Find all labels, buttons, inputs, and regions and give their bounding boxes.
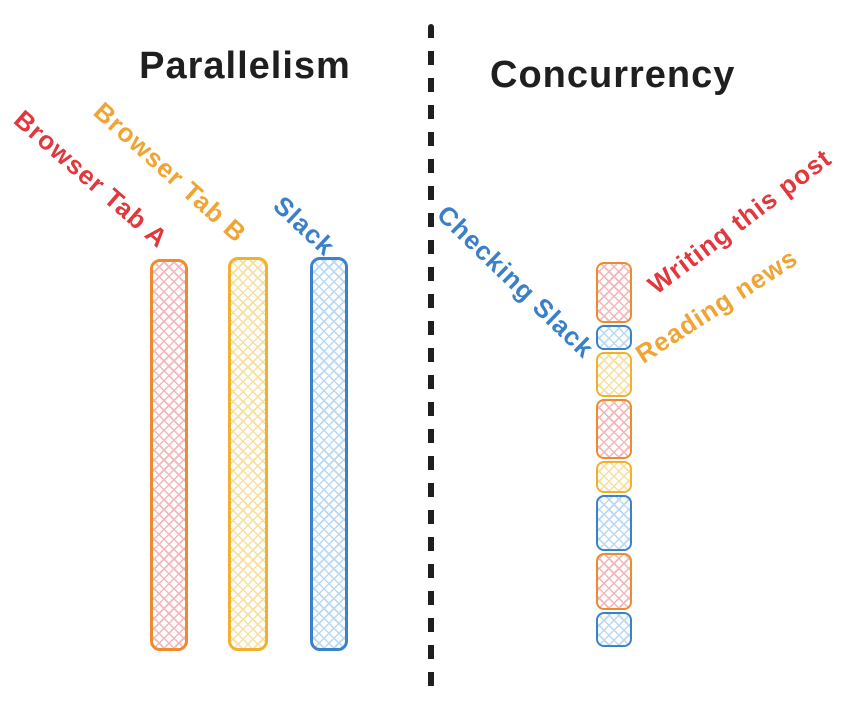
timeline-segment-blue	[596, 612, 632, 647]
parallel-bar-yellow	[228, 257, 268, 651]
parallel-bar-blue	[310, 257, 348, 651]
timeline-segment-red	[596, 399, 632, 459]
timeline-segment-red	[596, 262, 632, 323]
divider-dashed-line	[428, 24, 434, 688]
parallelism-title: Parallelism	[139, 45, 351, 87]
timeline-segment-blue	[596, 325, 632, 350]
timeline-segment-red	[596, 553, 632, 610]
label-reading-news: Reading news	[630, 242, 804, 370]
label-browser-tab-b: Browser Tab B	[87, 96, 253, 249]
label-browser-tab-a: Browser Tab A	[8, 104, 175, 254]
timeline-segment-yellow	[596, 461, 632, 493]
parallel-bar-red	[150, 259, 188, 651]
label-slack: Slack	[267, 190, 342, 262]
timeline-segment-yellow	[596, 352, 632, 397]
timeline-segment-blue	[596, 495, 632, 551]
concurrency-timeline	[596, 262, 632, 647]
label-checking-slack: Checking Slack	[431, 199, 601, 364]
concurrency-title: Concurrency	[490, 54, 736, 96]
